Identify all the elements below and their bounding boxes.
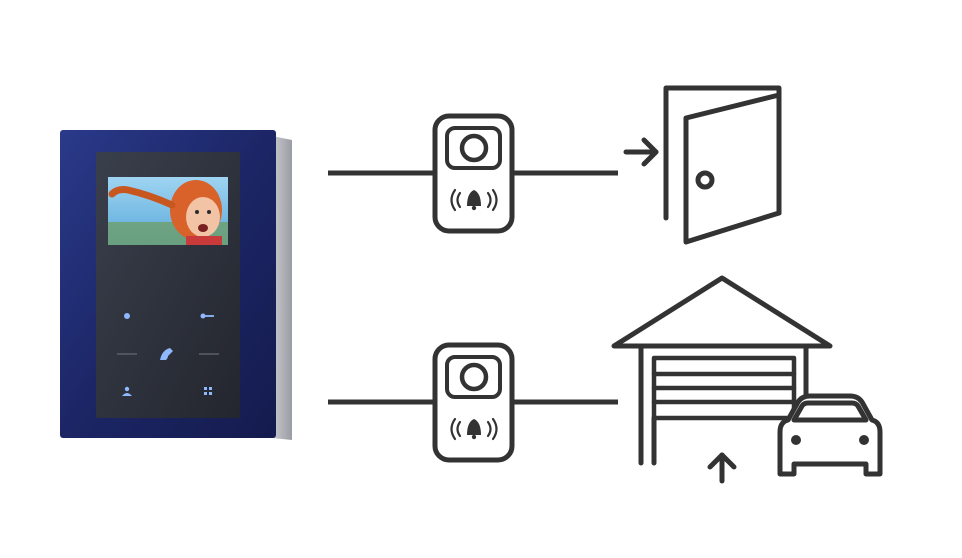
door-open-icon [623,85,782,245]
car-icon [777,393,883,477]
key-icon [200,313,214,319]
door-station-icon [432,342,515,463]
menu-icon [204,387,212,395]
monitor-screen [108,177,228,245]
video-intercom-monitor-icon [60,130,292,440]
handset-icon [160,348,173,360]
sound-waves-icon [450,417,498,441]
arrow-right-icon [623,137,659,167]
light-icon [124,313,130,319]
garage-roof [611,275,833,349]
bell-icon [467,419,481,435]
garage-icon [611,275,833,484]
car-body [777,393,883,477]
arrow-up-icon [707,452,737,484]
monitor-side-edge [272,136,292,440]
connection-lines [328,170,618,405]
bell-icon [467,190,481,206]
car-headlight-left [791,435,801,445]
car-headlight-right [859,435,869,445]
monitor-touch-buttons [117,313,219,396]
door-leaf [683,92,782,245]
user-icon [122,386,132,396]
door-knob-icon [695,170,715,190]
door-station-icon [432,113,515,234]
sound-waves-icon [450,188,498,212]
car-windshield [791,400,869,423]
